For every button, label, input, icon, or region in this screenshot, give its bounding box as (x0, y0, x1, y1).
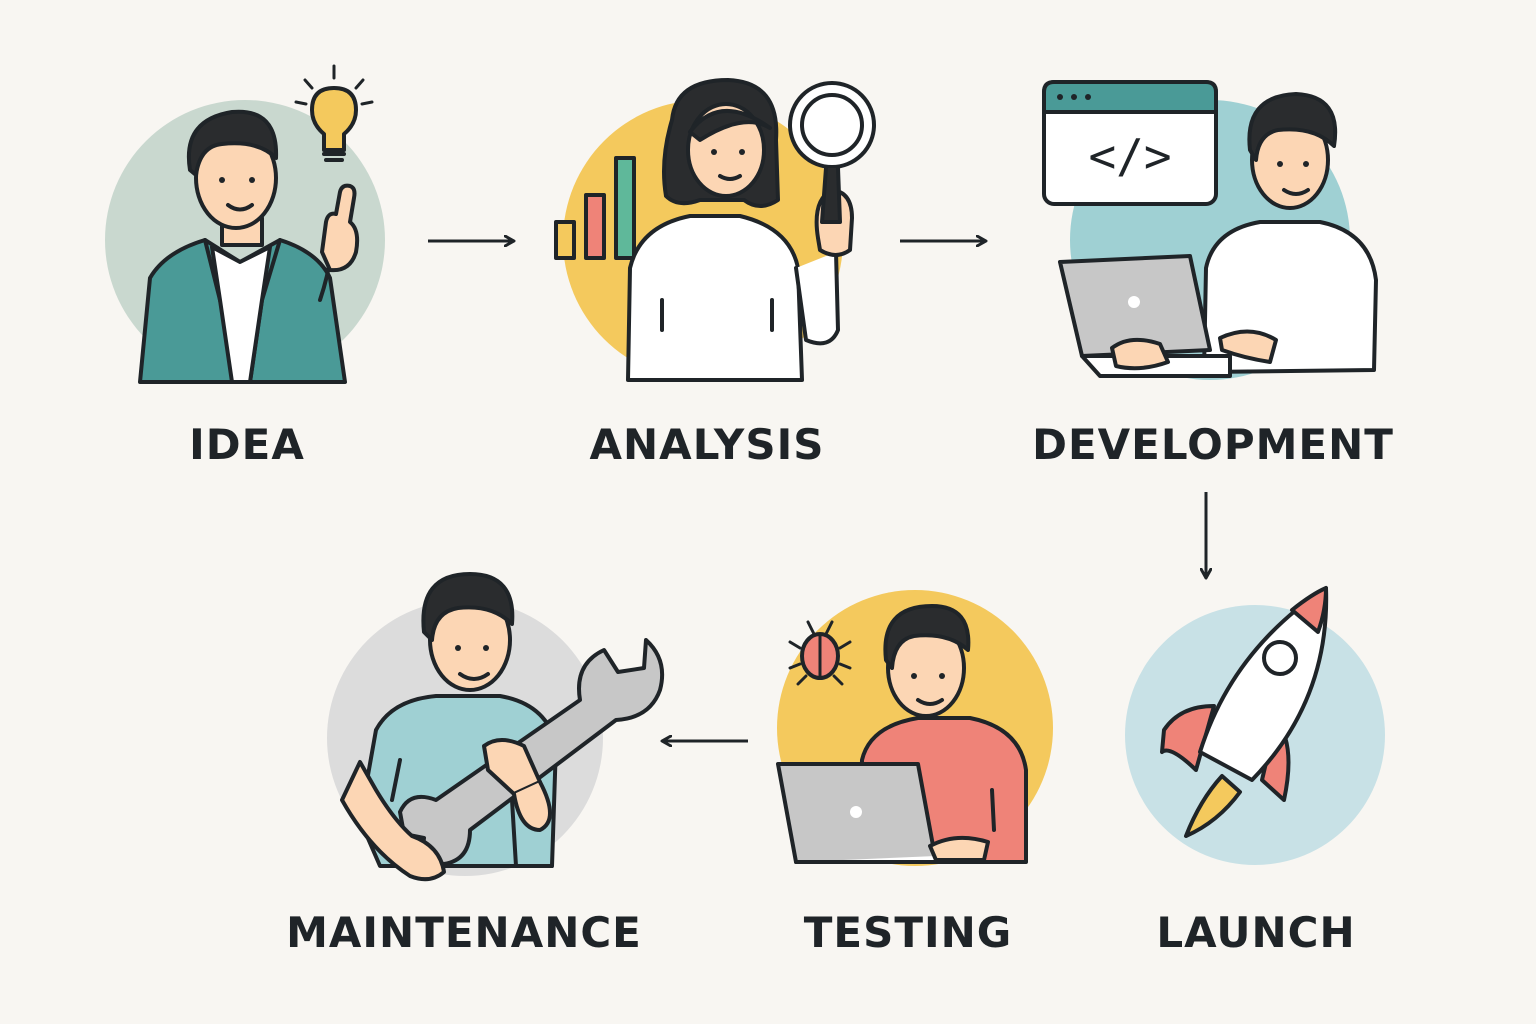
idea-face (194, 126, 278, 230)
jacket (138, 238, 347, 384)
development-hand (1110, 337, 1170, 371)
idea-circle (105, 100, 385, 380)
maintenance-hand (482, 738, 542, 796)
rocket-icon (1160, 586, 1329, 838)
code-symbol: </> (1088, 129, 1171, 183)
stage-label-maintenance: MAINTENANCE (286, 908, 642, 957)
laptop-icon (776, 762, 978, 864)
stage-idea-illustration (105, 64, 385, 384)
analysis-circle (563, 100, 843, 380)
stage-label-testing: TESTING (803, 908, 1013, 957)
stage-maintenance-illustration (327, 572, 665, 882)
stage-analysis-illustration (554, 78, 876, 382)
lightbulb-icon (294, 64, 374, 162)
wrench-icon (398, 638, 665, 866)
stage-testing-illustration (776, 590, 1053, 866)
maintenance-circle (327, 600, 603, 876)
stage-label-development: DEVELOPMENT (1032, 420, 1394, 469)
idea-hair (186, 109, 279, 177)
development-face (1250, 110, 1330, 210)
laptop-icon (1058, 254, 1232, 378)
development-hair (1247, 92, 1338, 162)
stage-label-launch: LAUNCH (1156, 908, 1356, 957)
maintenance-face (428, 588, 512, 692)
analysis-hand (814, 188, 854, 257)
stage-launch-illustration (1125, 586, 1385, 865)
testing-hair (883, 604, 971, 670)
stage-label-idea: IDEA (189, 420, 305, 469)
maintenance-hair (421, 572, 515, 642)
bug-icon (788, 620, 852, 686)
analysis-face (686, 102, 766, 198)
maintenance-shirt (358, 694, 558, 868)
testing-circle (777, 590, 1053, 866)
testing-face (886, 618, 966, 718)
testing-shirt (858, 716, 1028, 864)
code-window-icon: </> (1042, 80, 1218, 206)
launch-circle (1125, 605, 1385, 865)
magnifier-icon (788, 81, 876, 224)
development-shirt (1202, 220, 1378, 374)
stage-development-illustration: </> (1042, 80, 1378, 380)
idea-hand (320, 183, 360, 273)
shirt (210, 245, 272, 384)
development-circle (1070, 100, 1350, 380)
analysis-sweater (626, 214, 804, 382)
analysis-hair (662, 78, 780, 208)
bar-chart-icon (554, 156, 636, 260)
stage-label-analysis: ANALYSIS (589, 420, 825, 469)
